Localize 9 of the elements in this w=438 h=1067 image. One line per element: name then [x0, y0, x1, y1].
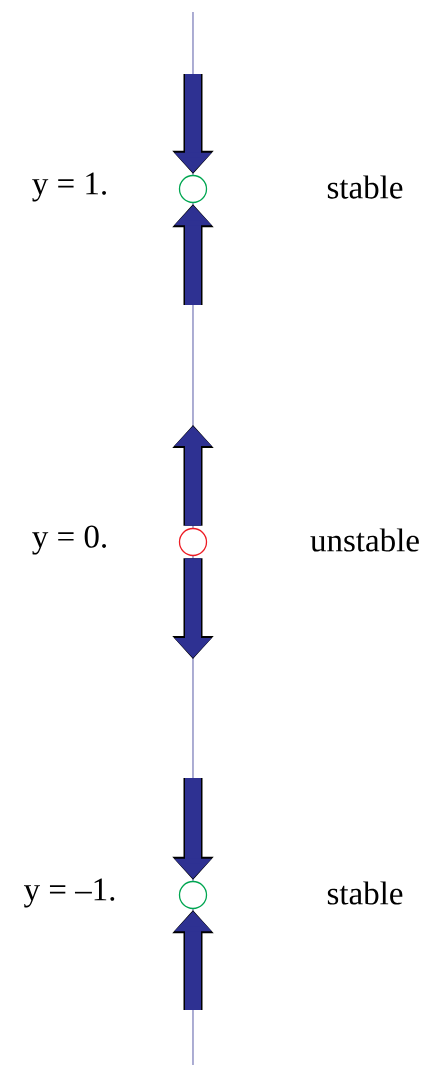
- equilibrium-circle: [178, 174, 208, 204]
- beside-label: y = –1.: [24, 878, 115, 908]
- equilibrium-circle: [178, 880, 208, 910]
- beside-label: stable: [327, 881, 403, 905]
- equilibrium-circle: [178, 527, 208, 557]
- beside-label: y = 0.: [32, 525, 106, 555]
- beside-label: y = 1.: [32, 172, 106, 202]
- beside-label: stable: [327, 175, 403, 199]
- beside-label: unstable: [310, 528, 419, 552]
